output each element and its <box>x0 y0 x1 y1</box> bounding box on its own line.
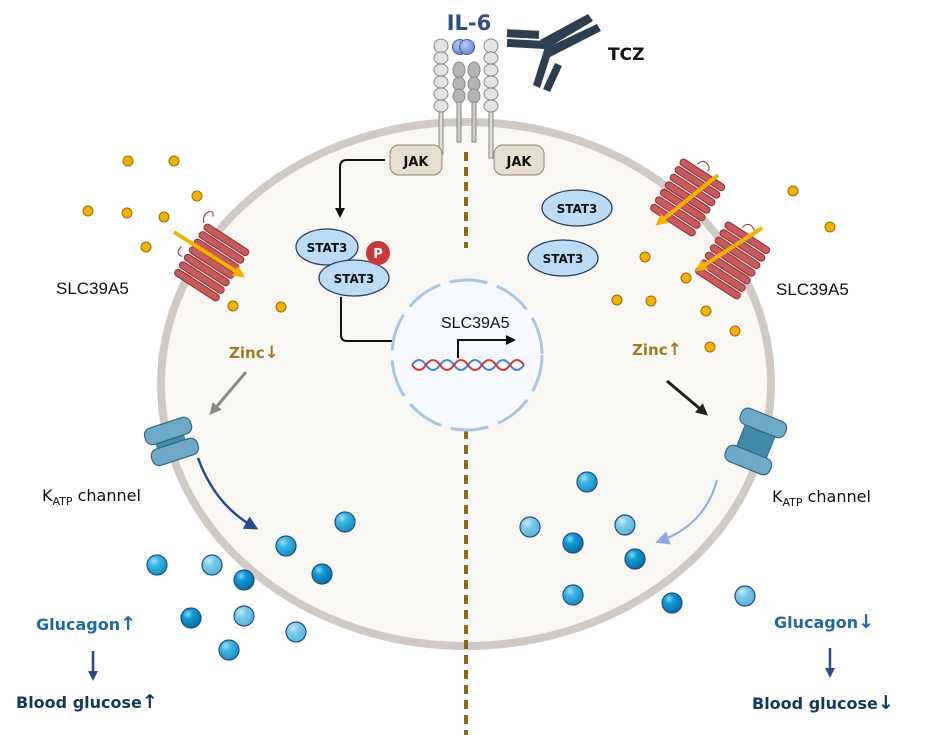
nucleus <box>390 278 544 432</box>
zinc-left-label: Zinc↓ <box>229 343 279 363</box>
glucagon-granule <box>146 554 168 576</box>
glucagon-left-label: Glucagon↑ <box>36 613 136 635</box>
stat3-phospho-bottom <box>318 259 390 297</box>
jak-left <box>389 144 443 176</box>
stat3-right-bottom <box>527 239 599 277</box>
glucagon-granule <box>218 639 240 661</box>
zinc-ion <box>645 295 657 307</box>
blood-glucose-down-arrow-icon: ↓ <box>878 692 894 714</box>
zinc-influx-arrow-left <box>172 230 246 278</box>
phosphate-label: P <box>373 247 383 262</box>
zinc-ion <box>121 207 133 219</box>
secretion-arrow-left <box>196 457 259 530</box>
tcz-antibody-icon <box>506 14 601 92</box>
zinc-up-arrow-icon: ↑ <box>668 340 682 360</box>
zinc-ion <box>140 241 152 253</box>
zinc-ions <box>82 155 836 353</box>
stat3-right-top-label: STAT3 <box>557 202 598 216</box>
zinc-ion <box>611 294 623 306</box>
glucagon-granule <box>562 532 584 554</box>
nucleus-gene-label: SLC39A5 <box>441 315 510 332</box>
jak-left-label: JAK <box>403 155 430 170</box>
zinc-ion <box>639 251 651 263</box>
zinc-ion <box>191 190 203 202</box>
blood-glucose-left-label: Blood glucose↑ <box>16 691 158 713</box>
zinc-ion <box>704 341 716 353</box>
stat3-phospho-top-label: STAT3 <box>307 241 348 255</box>
zinc-ion <box>700 305 712 317</box>
zinc-ion <box>729 325 741 337</box>
stat3-right-bottom-label: STAT3 <box>543 252 584 266</box>
zinc-right-label: Zinc↑ <box>632 340 682 360</box>
zinc-ion <box>680 272 692 284</box>
zinc-ion <box>168 155 180 167</box>
jak-right-label: JAK <box>506 155 533 170</box>
glucagon-granule <box>285 621 307 643</box>
katp-left-label: KATP channel <box>42 486 141 508</box>
transcription-arrow <box>457 335 516 358</box>
glucagon-granule <box>661 592 683 614</box>
secretion-arrow-right <box>655 479 718 545</box>
glucagon-granule <box>519 516 541 538</box>
zinc-ion <box>227 300 239 312</box>
zinc-katp-arrow-right <box>666 379 709 416</box>
zinc-down-arrow-icon: ↓ <box>265 343 279 363</box>
zinc-influx-arrow-right-1 <box>655 173 720 226</box>
blood-glucose-right-label: Blood glucose↓ <box>752 692 894 714</box>
katp-channel-right <box>724 407 788 476</box>
zinc-ion <box>275 301 287 313</box>
stat3-phospho-bottom-label: STAT3 <box>334 272 375 286</box>
zinc-ion <box>824 221 836 233</box>
glucagon-granule <box>576 471 598 493</box>
slc39a5-transporter-right-1 <box>648 157 727 238</box>
zinc-katp-arrow-left <box>209 371 248 416</box>
glucagon-granule <box>201 554 223 576</box>
zinc-ion <box>82 205 94 217</box>
glucagon-granule <box>311 563 333 585</box>
slc39a5-left-label: SLC39A5 <box>56 279 129 298</box>
tcz-label: TCZ <box>608 45 644 65</box>
glucagon-up-arrow-icon: ↑ <box>120 613 136 635</box>
katp-right-label: KATP channel <box>772 487 871 509</box>
glucagon-granule <box>180 607 202 629</box>
zinc-influx-arrow-right-2 <box>694 226 764 272</box>
glucagon-granule <box>233 605 255 627</box>
stat3-phospho-top <box>295 228 359 266</box>
zinc-ion <box>158 211 170 223</box>
glucagon-granule <box>562 584 584 606</box>
glucagon-granule <box>233 569 255 591</box>
glucagon-granule <box>275 535 297 557</box>
katp-channel-left <box>143 416 200 467</box>
blood-glucose-up-arrow-icon: ↑ <box>142 691 158 713</box>
glucagon-granule <box>334 511 356 533</box>
stat3-right-top <box>541 189 613 227</box>
zinc-ion <box>787 185 799 197</box>
slc39a5-transporter-left <box>172 211 251 303</box>
glucagon-granule <box>614 514 636 536</box>
il6-label: IL-6 <box>447 11 492 35</box>
phosphate-icon <box>366 241 390 265</box>
glucagon-granules <box>146 471 756 661</box>
inhibition-line <box>340 297 437 342</box>
glucagon-granule <box>734 585 756 607</box>
zinc-ion <box>122 155 134 167</box>
glucagon-right-label: Glucagon↓ <box>774 611 874 633</box>
dna-icon <box>411 359 525 371</box>
il6-receptor-complex <box>433 38 499 159</box>
glucagon-granule <box>624 548 646 570</box>
jak-right <box>493 144 545 176</box>
glucagon-down-arrow-icon: ↓ <box>858 611 874 633</box>
jak-stat-arrow <box>335 159 385 218</box>
slc39a5-right-label: SLC39A5 <box>776 280 849 299</box>
